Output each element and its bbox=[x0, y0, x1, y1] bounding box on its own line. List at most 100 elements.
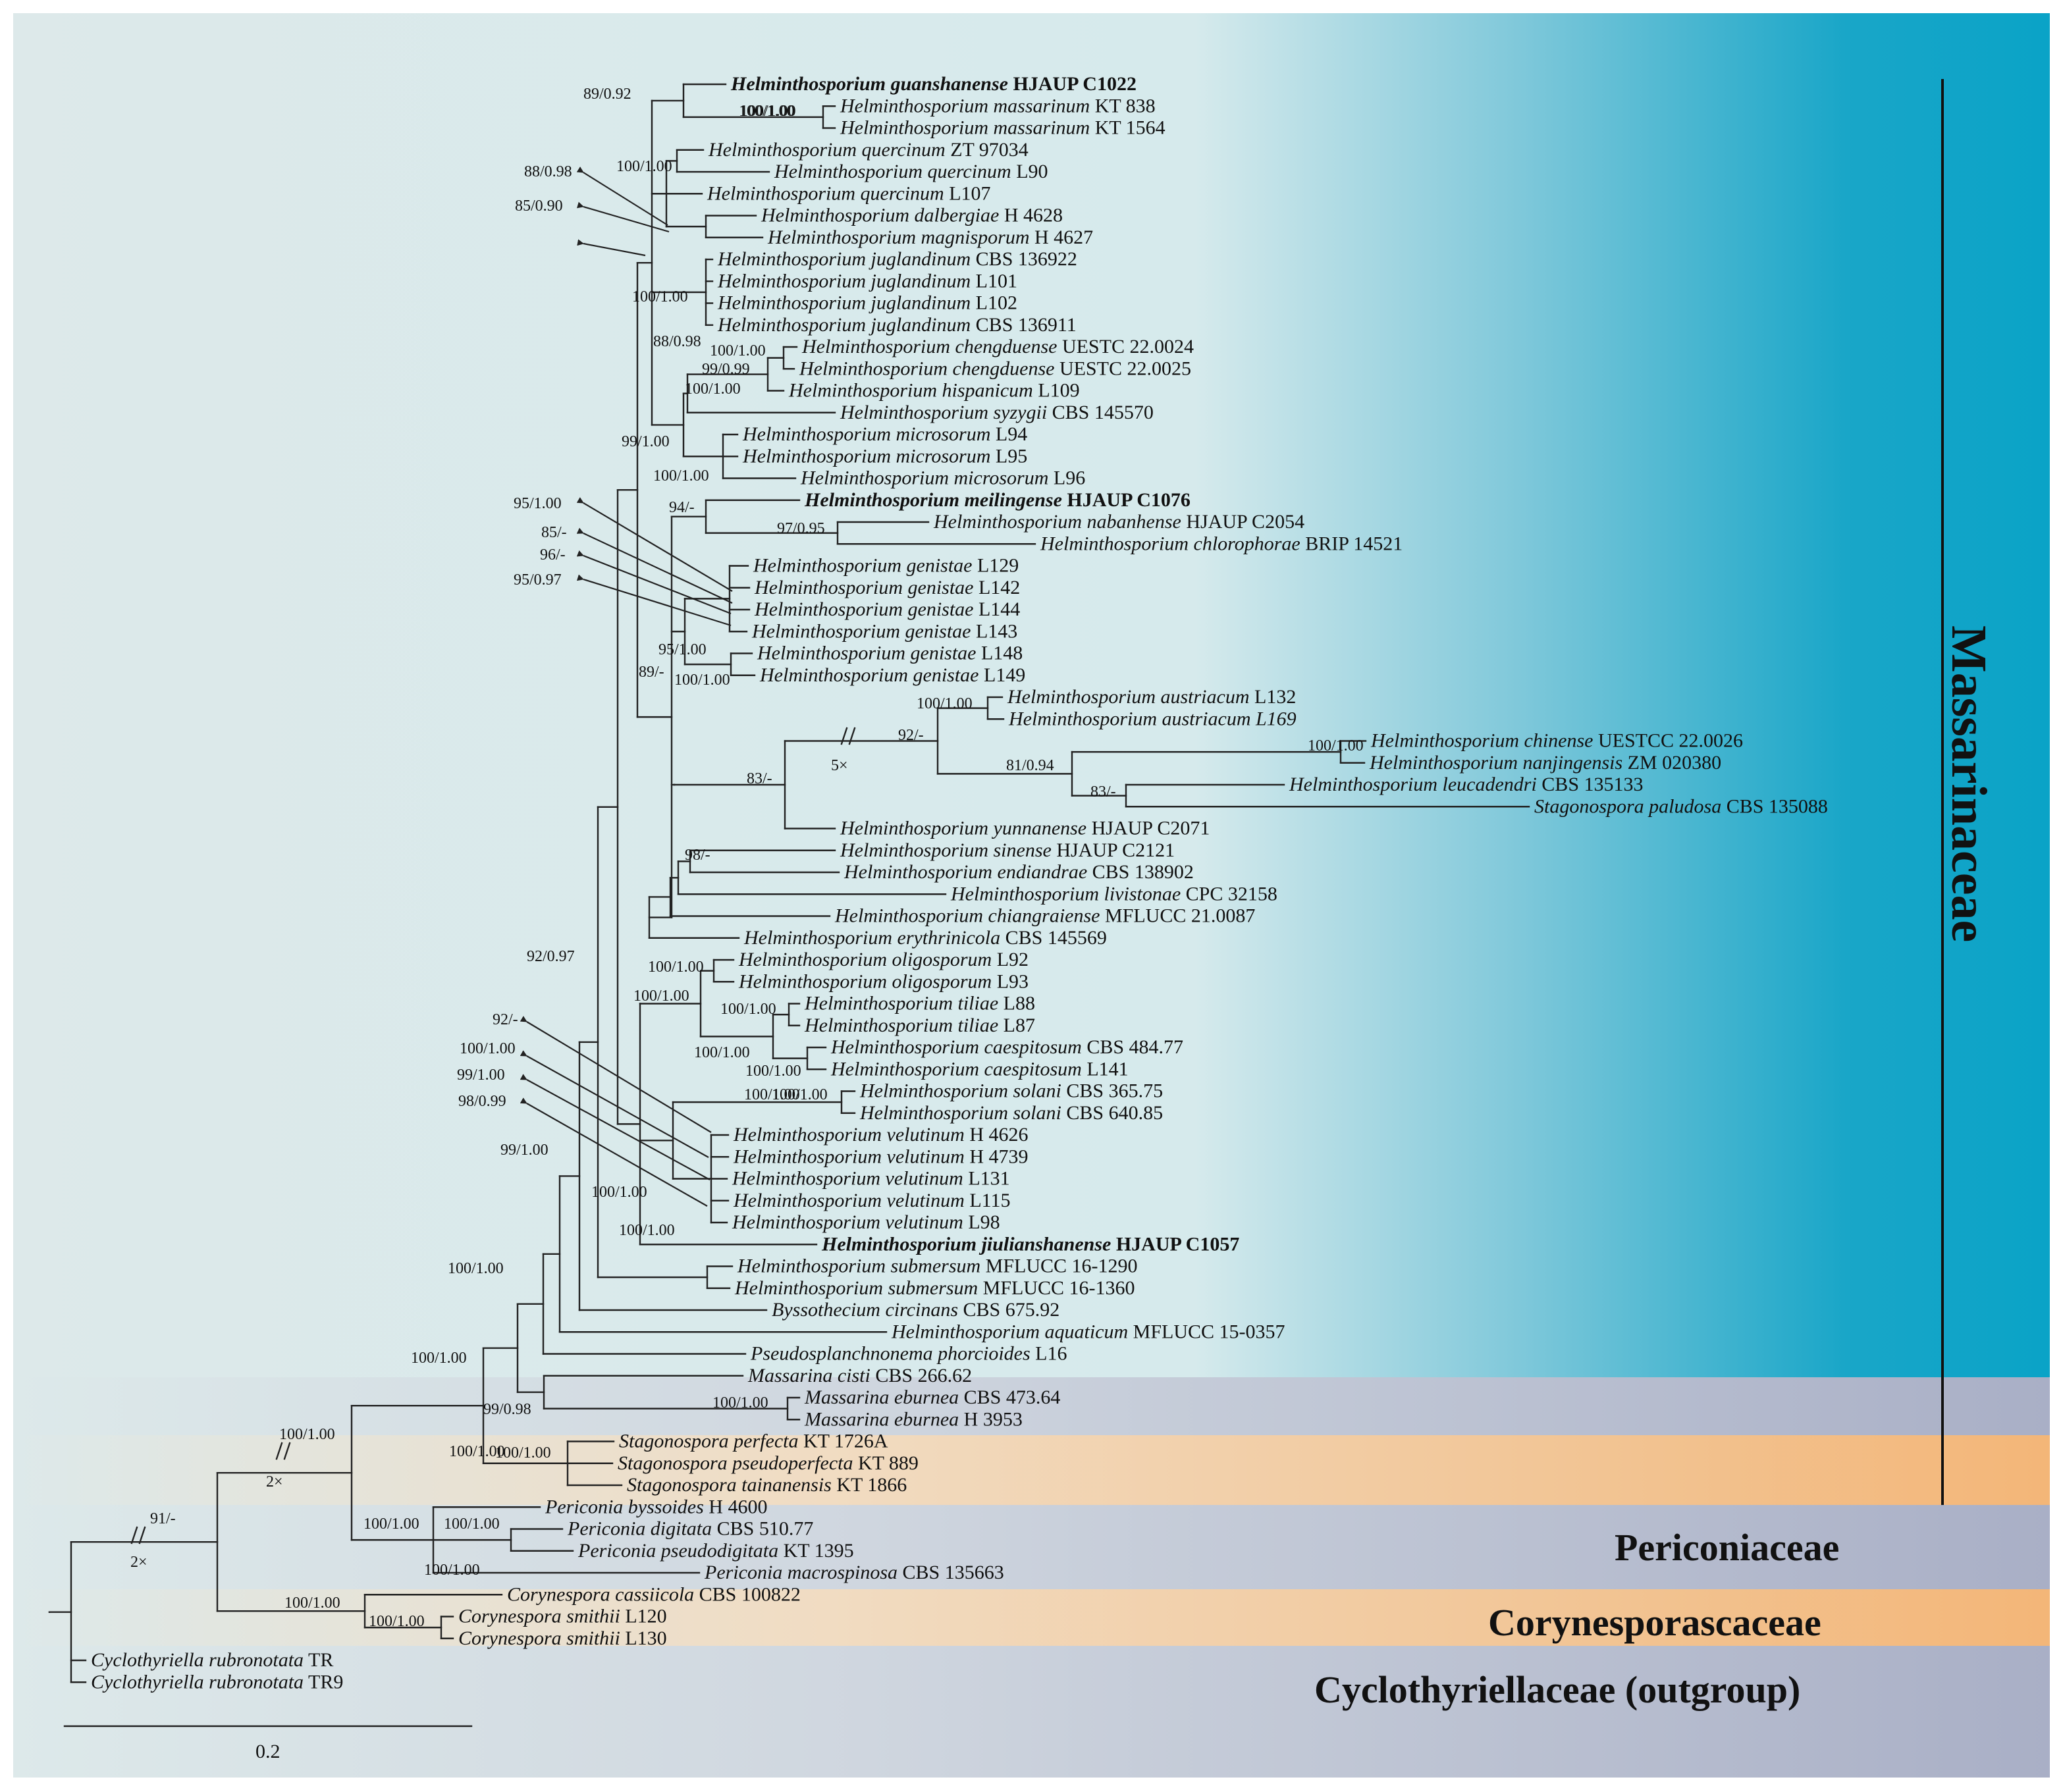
support-value: 100/1.00 bbox=[591, 1184, 647, 1201]
support-value: 81/0.94 bbox=[1006, 757, 1054, 774]
taxon-label: Helminthosporium tiliae L88 bbox=[804, 993, 1035, 1015]
taxon-label: Helminthosporium velutinum H 4739 bbox=[733, 1146, 1028, 1167]
taxon-label: Helminthosporium quercinum ZT 97034 bbox=[708, 139, 1029, 161]
taxon-label: Helminthosporium austriacum L169 bbox=[1008, 708, 1297, 729]
taxon-label: Helminthosporium microsorum L96 bbox=[800, 467, 1085, 489]
support-value: 83/- bbox=[747, 770, 772, 787]
support-value: 100/1.00 bbox=[710, 342, 766, 359]
taxon-label: Helminthosporium guanshanense HJAUP C102… bbox=[730, 73, 1137, 95]
taxon-label: Periconia macrospinosa CBS 135663 bbox=[704, 1562, 1004, 1583]
support-value: 95/0.97 bbox=[514, 571, 562, 589]
taxon-label: Helminthosporium yunnanense HJAUP C2071 bbox=[840, 818, 1210, 839]
taxon-label: Byssothecium circinans CBS 675.92 bbox=[772, 1299, 1059, 1321]
taxon-label: Helminthosporium caespitosum L141 bbox=[830, 1058, 1129, 1080]
taxon-label: Helminthosporium juglandinum CBS 136911 bbox=[717, 314, 1077, 336]
taxon-label: Helminthosporium nanjingensis ZM 020380 bbox=[1369, 752, 1721, 774]
taxon-label: Helminthosporium velutinum L115 bbox=[733, 1190, 1011, 1211]
support-value: 100/1.00 bbox=[632, 288, 688, 305]
break-mark-label: 5× bbox=[831, 757, 848, 774]
taxon-label: Helminthosporium aquaticum MFLUCC 15-035… bbox=[891, 1321, 1285, 1342]
taxon-label: Periconia byssoides H 4600 bbox=[545, 1496, 767, 1517]
taxon-label: Corynespora smithii L130 bbox=[458, 1627, 667, 1649]
support-value: 92/- bbox=[493, 1011, 518, 1028]
support-value: 99/1.00 bbox=[457, 1067, 505, 1084]
support-value: 89/0.92 bbox=[583, 86, 631, 103]
support-value: 100/1.00 bbox=[712, 1394, 768, 1411]
callout-arrow bbox=[576, 574, 732, 627]
support-value: 99/1.00 bbox=[622, 433, 670, 450]
taxon-label: Helminthosporium microsorum L95 bbox=[742, 445, 1027, 467]
callout-arrow bbox=[520, 1016, 712, 1133]
taxon-label: Helminthosporium austriacum L132 bbox=[1007, 686, 1296, 708]
taxon-label: Helminthosporium dalbergiae H 4628 bbox=[761, 205, 1063, 226]
taxon-label: Helminthosporium velutinum L98 bbox=[732, 1211, 1000, 1233]
support-value: 95/1.00 bbox=[658, 641, 707, 658]
taxon-label: Helminthosporium oligosporum L92 bbox=[738, 949, 1029, 970]
taxon-label: Corynespora cassiicola CBS 100822 bbox=[507, 1583, 801, 1605]
support-value: 100/1.00 bbox=[424, 1562, 480, 1579]
support-value: 100/1.00 bbox=[633, 988, 689, 1005]
taxon-label: Helminthosporium caespitosum CBS 484.77 bbox=[830, 1036, 1183, 1058]
support-value: 95/1.00 bbox=[514, 495, 562, 512]
band-stagonospora bbox=[13, 1435, 2050, 1505]
support-value: 85/- bbox=[541, 524, 567, 541]
taxon-label: Helminthosporium leucadendri CBS 135133 bbox=[1289, 774, 1644, 795]
annotations: 5×2×2× bbox=[63, 79, 1944, 1727]
break-mark bbox=[848, 727, 856, 745]
taxon-label: Helminthosporium chinense UESTCC 22.0026 bbox=[1370, 730, 1743, 752]
tree-branches bbox=[48, 83, 1530, 1683]
support-value: 100/1.00 bbox=[653, 467, 709, 485]
taxon-label: Helminthosporium juglandinum L102 bbox=[717, 292, 1017, 314]
callout-arrow bbox=[576, 550, 732, 615]
taxon-label: Helminthosporium hispanicum L109 bbox=[788, 380, 1080, 402]
support-value: 100/1.00 bbox=[363, 1515, 419, 1533]
support-value: 85/0.90 bbox=[515, 198, 563, 215]
taxon-label: Helminthosporium solani CBS 365.75 bbox=[859, 1080, 1163, 1102]
support-value: 100/1.00 bbox=[674, 672, 730, 689]
support-value: 100/1.00 bbox=[744, 1086, 800, 1103]
support-value: 100/1.00 bbox=[279, 1426, 335, 1443]
support-value: 88/0.98 bbox=[653, 333, 701, 350]
callout-arrow bbox=[577, 239, 646, 257]
taxon-label: Helminthosporium genistae L148 bbox=[757, 643, 1023, 664]
support-value: 100/1.00 bbox=[745, 1063, 801, 1080]
taxon-label: Massarina eburnea H 3953 bbox=[804, 1408, 1023, 1430]
scale-bar-label: 0.2 bbox=[255, 1741, 281, 1762]
family-label-cyclothyriellaceae: Cyclothyriellaceae (outgroup) bbox=[1314, 1668, 1800, 1711]
support-value: 100/1.00 bbox=[739, 103, 795, 120]
break-mark bbox=[283, 1442, 291, 1460]
support-value: 91/- bbox=[150, 1510, 176, 1527]
family-label-corynesporascaceae: Corynesporascaceae bbox=[1488, 1601, 1821, 1644]
support-value: 99/0.98 bbox=[483, 1401, 531, 1418]
break-mark bbox=[840, 727, 848, 745]
taxon-label: Helminthosporium massarinum KT 1564 bbox=[840, 117, 1165, 139]
taxon-label: Helminthosporium genistae L144 bbox=[754, 598, 1020, 620]
support-value: 100/1.00 bbox=[448, 1260, 504, 1277]
taxon-label: Periconia digitata CBS 510.77 bbox=[567, 1518, 813, 1540]
break-mark bbox=[130, 1526, 138, 1544]
support-value: 100/1.00 bbox=[284, 1594, 340, 1612]
taxon-label: Helminthosporium erythrinicola CBS 14556… bbox=[743, 927, 1107, 949]
taxon-label: Helminthosporium syzygii CBS 145570 bbox=[840, 402, 1154, 423]
taxon-label: Helminthosporium genistae L149 bbox=[759, 664, 1025, 686]
support-value: 100/1.00 bbox=[619, 1222, 675, 1239]
support-value: 100/1.00 bbox=[616, 158, 672, 175]
callout-arrow bbox=[576, 201, 670, 233]
support-value: 100/1.00 bbox=[1308, 737, 1364, 754]
taxon-label: Helminthosporium genistae L142 bbox=[754, 577, 1020, 598]
taxon-label: Helminthosporium magnisporum H 4627 bbox=[767, 226, 1093, 248]
taxon-label: Helminthosporium quercinum L107 bbox=[707, 182, 991, 204]
support-value: 100/1.00 bbox=[449, 1443, 505, 1460]
support-value: 100/1.00 bbox=[917, 695, 973, 712]
support-value: 88/0.98 bbox=[524, 163, 572, 180]
taxon-label: Helminthosporium genistae L143 bbox=[751, 620, 1017, 642]
taxon-label: Helminthosporium massarinum KT 838 bbox=[840, 95, 1156, 117]
taxon-label: Helminthosporium solani CBS 640.85 bbox=[859, 1102, 1163, 1124]
callout-arrow bbox=[520, 1074, 710, 1180]
taxon-label: Massarina cisti CBS 266.62 bbox=[747, 1365, 972, 1386]
callout-arrow bbox=[576, 166, 668, 226]
taxon-label: Pseudosplanchnonema phorcioides L16 bbox=[750, 1343, 1067, 1365]
band-corynesporascaceae bbox=[13, 1589, 2050, 1646]
support-value: 100/1.00 bbox=[772, 1086, 828, 1103]
